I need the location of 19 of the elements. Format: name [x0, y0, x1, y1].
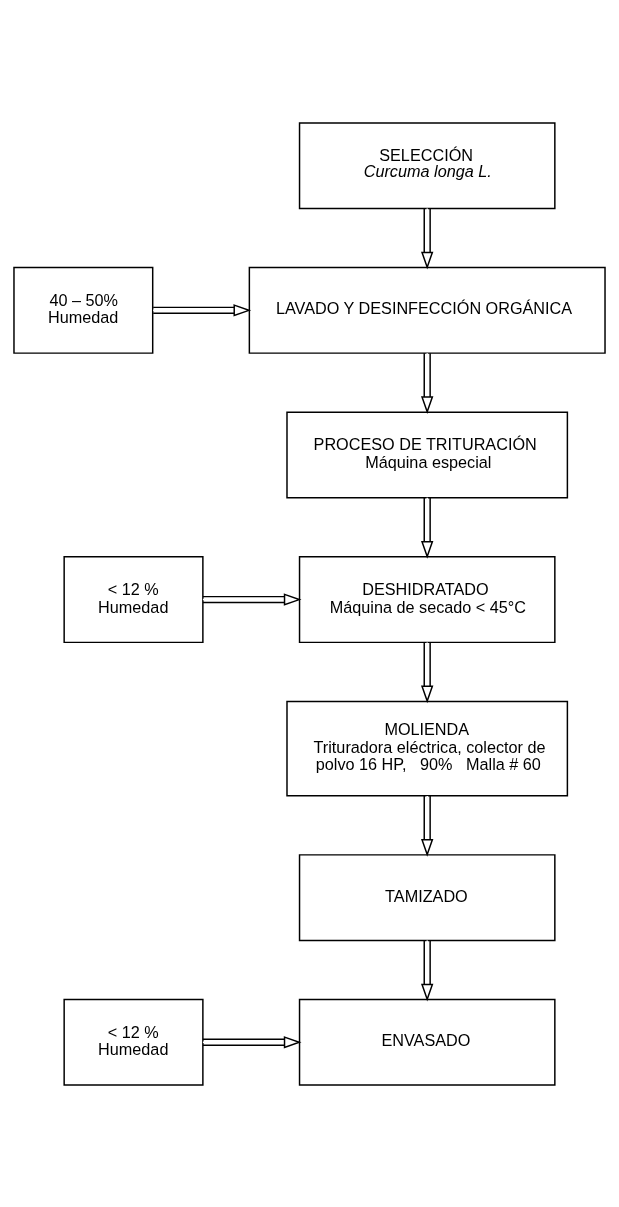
arrow — [152, 303, 252, 317]
node-box: LAVADO Y DESINFECCIÓN ORGÁNICA — [248, 266, 606, 354]
node-box: PROCESO DE TRITURACIÓN Máquina especial — [286, 410, 569, 498]
node-box: TAMIZADO — [298, 853, 556, 941]
node-box: DESHIDRATADO Máquina de secado < 45°C — [298, 555, 556, 643]
node-box: 40 – 50% Humedad — [13, 266, 154, 354]
node-box: ENVASADO — [298, 998, 556, 1086]
node-box: < 12 % Humedad — [63, 998, 204, 1086]
arrow — [421, 351, 434, 414]
arrow — [421, 641, 434, 703]
arrow — [421, 939, 434, 1001]
arrow — [202, 592, 302, 606]
node-box: MOLIENDA Trituradora eléctrica, colector de polvo 16 HP, 90% Malla # 60 — [286, 700, 569, 797]
node-box: < 12 % Humedad — [63, 555, 204, 643]
node-box: SELECCIÓN Curcuma longa L. — [298, 121, 556, 209]
arrow — [421, 207, 434, 269]
arrow — [421, 496, 434, 559]
arrow — [202, 1035, 302, 1048]
arrow — [421, 794, 434, 857]
